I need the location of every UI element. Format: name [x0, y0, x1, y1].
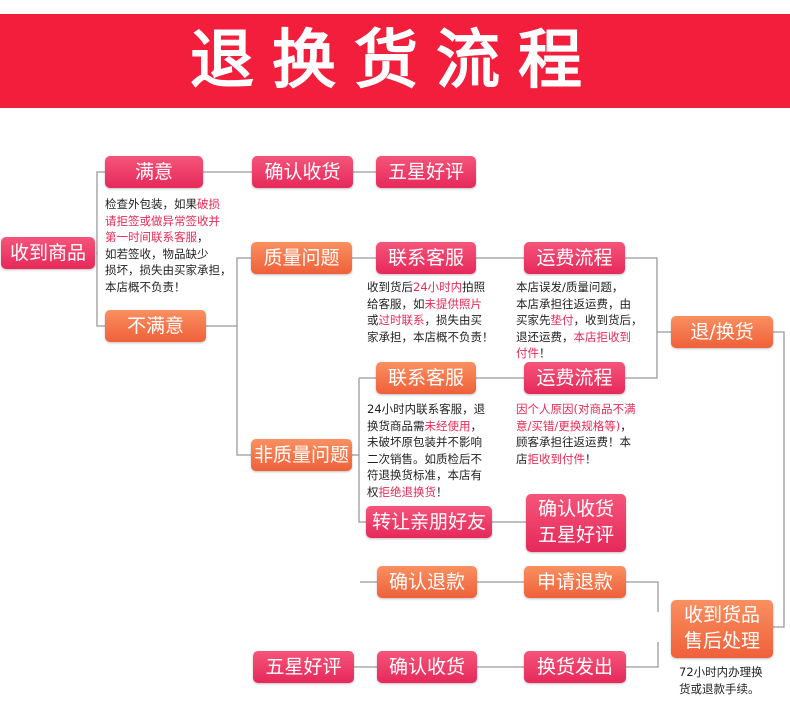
note-text: 本店承担往返运费，由 [516, 296, 631, 311]
connector-line [626, 581, 659, 612]
note-text: 本店概不负责！ [105, 279, 186, 294]
note-text: 换货商品需 [367, 418, 425, 433]
note-text: 收到货后 [367, 280, 413, 294]
note-text: 给客服，如 [367, 296, 425, 311]
after-sales-box: 收到货品 售后处理 [671, 600, 773, 658]
satisfied-box: 满意 [105, 156, 203, 188]
shipping-note: 本店误发/质量问题， 本店承担往返运费，由 买家先垫付，收到货后， 退还运费，本… [516, 279, 656, 362]
received-goods-box: 收到商品 [1, 237, 95, 269]
note-text: 本店误发/质量问题， [516, 280, 624, 294]
note-text: 顾客承担往返运费！本 [516, 435, 631, 449]
note-text: 24小时内联系客服，退 [367, 402, 486, 416]
note-text: 二次销售。如质检后不 [367, 451, 482, 466]
note-text: 72小时内办理换 [679, 665, 763, 679]
note-text: ！ [585, 451, 597, 466]
quality-note: 收到货后24小时内拍照 给客服，如未提供照片 或过时联系，损失由买 家承担，本店… [367, 279, 507, 345]
note-text: 拍照 [462, 280, 486, 294]
note-text: ，收到货后， [573, 313, 643, 327]
note-text: ， [197, 230, 209, 244]
note-highlight: 未经使用 [424, 418, 471, 433]
box-line: 收到货品 [683, 604, 760, 626]
note-text: 货或退款手续。 [679, 681, 760, 696]
connector-line [206, 257, 251, 327]
shipping-flow-box-2: 运费流程 [524, 362, 625, 394]
note-text: 店 [516, 451, 528, 466]
page-title: 退换货流程 [190, 24, 600, 98]
quality-issue-box: 质量问题 [251, 242, 352, 274]
note-text: 符退换货标准，本店有 [367, 468, 482, 482]
shipping-note-2: 因个人原因(对商品不满 意/买错/更换规格等)， 顾客承担往返运费！本 店拒收到… [516, 401, 656, 467]
connector-line [625, 257, 671, 333]
connector-line [358, 378, 366, 523]
note-highlight: 请拒签或做异常签收并 [105, 213, 220, 228]
note-text: ， [470, 418, 483, 433]
note-highlight: 付件 [516, 346, 539, 360]
note-highlight: 因个人原因(对商品不满 [516, 402, 636, 416]
note-highlight: 意/买错/更换规格等) [516, 418, 621, 433]
confirm-refund-box: 确认退款 [377, 566, 477, 598]
note-text: 或 [367, 313, 379, 327]
note-text: 买家先 [516, 313, 551, 327]
after-sales-note: 72小时内办理换 货或退款手续。 [679, 664, 787, 697]
note-highlight: 未提供照片 [424, 296, 483, 311]
note-text: ， [620, 418, 632, 433]
non-quality-issue-box: 非质量问题 [251, 439, 352, 471]
shipping-flow-box: 运费流程 [524, 242, 625, 274]
note-text: ！ [539, 346, 551, 360]
confirm-receipt-box: 确认收货 [252, 156, 353, 188]
note-highlight: 24小时内 [413, 280, 463, 294]
note-highlight: 第一时间联系客服 [105, 230, 197, 244]
five-star-review-box: 五星好评 [376, 156, 476, 188]
inspect-note: 检查外包装，如果破损 请拒签或做异常签收并 第一时间联系客服， 如若签收，物品缺… [105, 196, 245, 295]
return-exchange-box: 退/换货 [671, 316, 773, 348]
note-text: 损坏，损失由买家承担， [105, 263, 232, 277]
connector-line [626, 642, 659, 668]
note-text: 检查外包装，如果 [105, 197, 197, 211]
five-star-review-box-3: 五星好评 [253, 651, 354, 683]
confirm-receipt-box-3: 确认收货 [377, 651, 477, 683]
transfer-friends-box: 转让亲朋好友 [366, 506, 492, 538]
non-quality-note: 24小时内联系客服，退 换货商品需未经使用， 未破坏原包装并不影响 二次销售。如… [367, 401, 507, 500]
note-highlight: 破损 [197, 197, 220, 211]
note-text: ，损失由买 [424, 313, 483, 327]
connector-line [96, 171, 105, 254]
note-text: 如若签收，物品缺少 [105, 246, 209, 261]
unsatisfied-box: 不满意 [105, 310, 206, 342]
note-highlight: 拒绝退换货 [378, 484, 437, 499]
connector-line [625, 332, 658, 379]
note-highlight: 垫付 [550, 313, 574, 327]
apply-refund-box: 申请退款 [524, 566, 626, 598]
exchange-shipped-box: 换货发出 [524, 651, 626, 683]
confirm-receipt-five-star-box: 确认收货 五星好评 [526, 494, 626, 552]
connector-line [236, 326, 251, 456]
note-text: 退还运费， [516, 329, 574, 344]
box-line: 售后处理 [683, 630, 760, 652]
box-line: 五星好评 [537, 524, 614, 546]
contact-service-box-2: 联系客服 [376, 362, 476, 394]
note-highlight: 本店拒收到 [573, 329, 632, 344]
note-highlight: 拒收到付件 [527, 451, 586, 466]
connector-line [96, 253, 105, 327]
note-highlight: 过时联系 [378, 313, 425, 327]
note-text: 家承担，本店概不负责！ [367, 329, 494, 344]
note-text: 权 [367, 484, 379, 499]
contact-service-box: 联系客服 [376, 242, 476, 274]
title-banner: 退换货流程 [0, 14, 790, 108]
connector-line [773, 331, 785, 628]
note-text: 未破坏原包装并不影响 [367, 435, 482, 449]
box-line: 确认收货 [537, 498, 614, 520]
note-text: ！ [436, 484, 448, 499]
